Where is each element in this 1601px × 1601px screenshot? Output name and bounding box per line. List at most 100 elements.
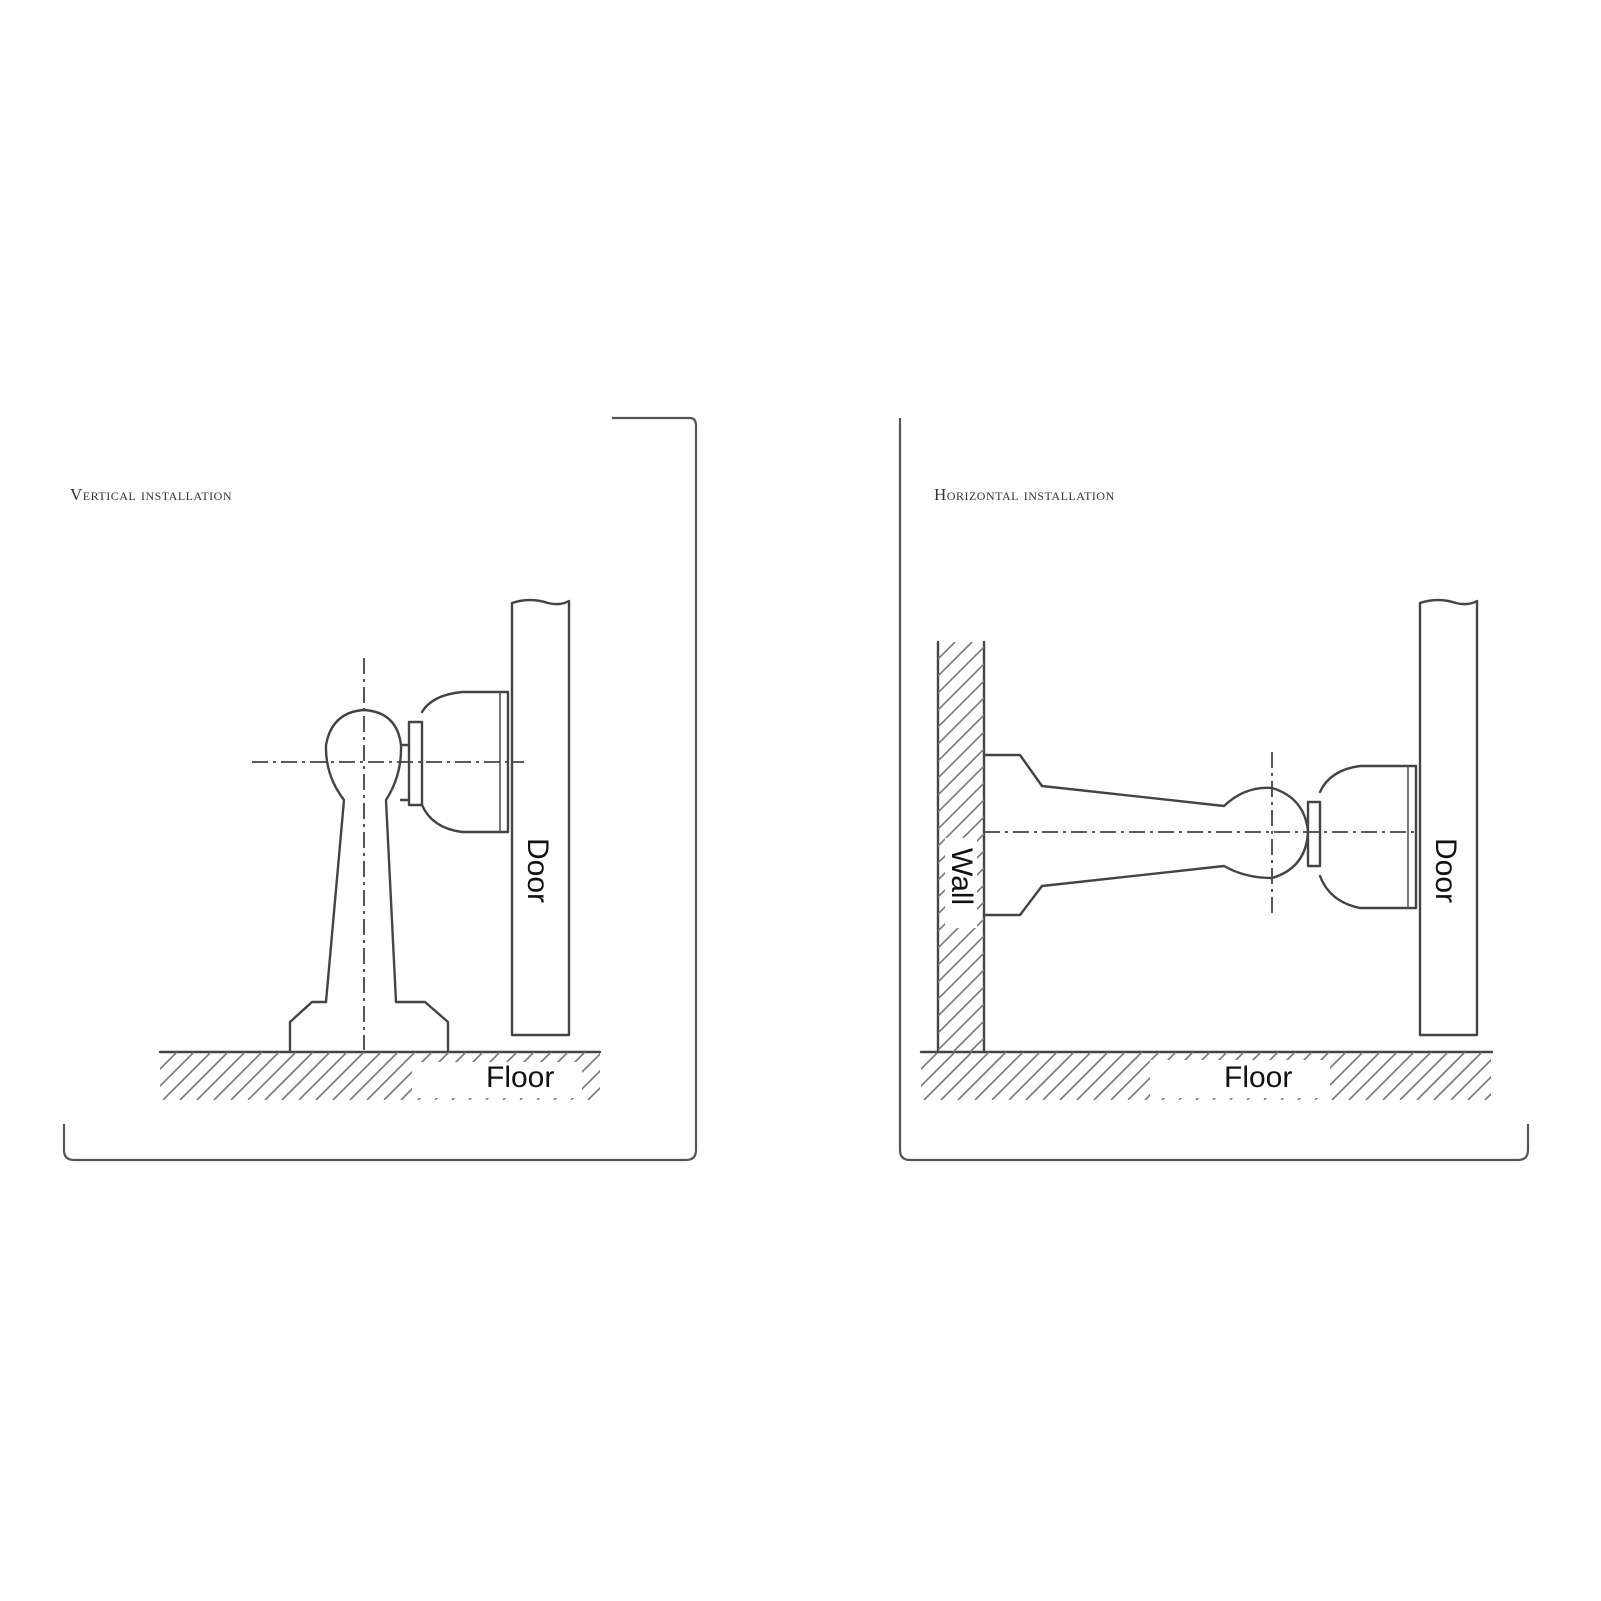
hatch-line bbox=[1365, 1052, 1415, 1100]
hatch-line bbox=[298, 1052, 348, 1100]
hatch-line bbox=[332, 1052, 382, 1100]
hatch-line bbox=[230, 1052, 280, 1100]
hatch-line bbox=[1242, 642, 1601, 1052]
hatch-line bbox=[1382, 1052, 1432, 1100]
hatch-line bbox=[938, 747, 984, 797]
hatch-line bbox=[1123, 642, 1533, 1052]
hatch-line bbox=[938, 985, 984, 1035]
vertical-installation-panel: Vertical installation Floor Door bbox=[62, 416, 698, 1162]
hatch-line bbox=[1467, 1075, 1491, 1100]
hatch-line bbox=[938, 645, 984, 695]
hatch-line bbox=[1059, 1052, 1109, 1100]
hatch-line bbox=[938, 642, 973, 678]
hatch-line bbox=[921, 1052, 922, 1054]
hatch-line bbox=[366, 1052, 416, 1100]
horizontal-installation-caption: Horizontal installation bbox=[934, 485, 1115, 504]
hatch-line bbox=[1344, 642, 1601, 1052]
hatch-line bbox=[938, 713, 984, 763]
hatch-line bbox=[622, 1052, 670, 1100]
floor-label: Floor bbox=[486, 1061, 554, 1094]
hatch-line bbox=[1433, 1052, 1483, 1100]
wall-hatch bbox=[936, 640, 1601, 1054]
hatch-line bbox=[1021, 642, 1431, 1052]
panel-frame bbox=[62, 416, 698, 1162]
hatch-line bbox=[923, 1052, 973, 1100]
hatch-line bbox=[349, 1052, 399, 1100]
vertical-installation-caption: Vertical installation bbox=[70, 485, 232, 504]
hatch-line bbox=[1008, 1052, 1058, 1100]
hatch-line bbox=[1416, 1052, 1466, 1100]
hatch-line bbox=[921, 1052, 939, 1071]
horizontal-installation-panel: Horizontal installation Floor Wall Door bbox=[898, 418, 1601, 1162]
door-label: Door bbox=[1429, 838, 1462, 903]
hatch-line bbox=[160, 1052, 178, 1071]
hatch-line bbox=[1378, 642, 1601, 1052]
hatch-line bbox=[605, 1052, 653, 1100]
hatch-line bbox=[1450, 1058, 1491, 1100]
door-panel bbox=[510, 598, 571, 1037]
hatch-line bbox=[1004, 642, 1414, 1052]
hatch-line bbox=[1042, 1052, 1092, 1100]
hatch-line bbox=[1025, 1052, 1075, 1100]
hatch-line bbox=[940, 1052, 990, 1100]
door-stop-vertical bbox=[252, 658, 524, 1052]
hatch-line bbox=[383, 1052, 433, 1100]
hatch-line bbox=[938, 764, 984, 814]
hatch-line bbox=[938, 866, 984, 916]
hatch-line bbox=[1208, 642, 1601, 1052]
wall-label: Wall bbox=[945, 848, 978, 905]
hatch-line bbox=[1348, 1052, 1398, 1100]
hatch-line bbox=[1076, 1052, 1126, 1100]
door-stop-horizontal bbox=[982, 752, 1418, 917]
hatch-line bbox=[921, 1052, 956, 1088]
hatch-line bbox=[938, 849, 984, 899]
hatch-line bbox=[974, 1052, 1024, 1100]
hatch-line bbox=[1399, 1052, 1449, 1100]
hatch-line bbox=[196, 1052, 246, 1100]
hatch-line bbox=[938, 696, 984, 746]
door-panel bbox=[1418, 598, 1479, 1037]
hatch-line bbox=[957, 1052, 1007, 1100]
hatch-line bbox=[938, 900, 984, 950]
hatch-line bbox=[1225, 642, 1601, 1052]
hatch-line bbox=[1038, 642, 1448, 1052]
hatch-line bbox=[938, 730, 984, 780]
panel-frame bbox=[898, 418, 1530, 1162]
hatch-line bbox=[938, 883, 984, 933]
hatch-line bbox=[1093, 1052, 1143, 1100]
hatch-line bbox=[991, 1052, 1041, 1100]
hatch-line bbox=[1331, 1052, 1381, 1100]
door-label: Door bbox=[521, 838, 554, 903]
hatch-line bbox=[969, 1036, 984, 1052]
hatch-line bbox=[1191, 642, 1601, 1052]
hatch-line bbox=[264, 1052, 314, 1100]
hatch-line bbox=[1484, 1092, 1491, 1100]
hatch-line bbox=[213, 1052, 263, 1100]
hatch-line bbox=[315, 1052, 365, 1100]
hatch-line bbox=[938, 968, 984, 1018]
hatch-line bbox=[160, 1052, 161, 1054]
hatch-line bbox=[938, 934, 984, 984]
hatch-line bbox=[938, 951, 984, 1001]
hatch-line bbox=[938, 679, 984, 729]
hatch-line bbox=[938, 1002, 984, 1052]
hatch-line bbox=[639, 1052, 687, 1100]
hatch-line bbox=[987, 642, 1397, 1052]
hatch-line bbox=[1157, 642, 1567, 1052]
hatch-line bbox=[247, 1052, 297, 1100]
hatch-line bbox=[938, 781, 984, 831]
hatch-line bbox=[938, 642, 939, 644]
hatch-line bbox=[1536, 1052, 1584, 1100]
hatch-line bbox=[587, 1086, 600, 1100]
hatch-line bbox=[160, 1052, 195, 1088]
hatch-line bbox=[1327, 642, 1601, 1052]
hatch-line bbox=[162, 1052, 212, 1100]
hatch-line bbox=[1055, 642, 1465, 1052]
hatch-line bbox=[1361, 642, 1601, 1052]
hatch-line bbox=[281, 1052, 331, 1100]
hatch-line bbox=[1519, 1052, 1567, 1100]
floor-hatch bbox=[919, 1050, 1584, 1100]
hatch-line bbox=[938, 662, 984, 712]
floor-label: Floor bbox=[1224, 1061, 1292, 1094]
